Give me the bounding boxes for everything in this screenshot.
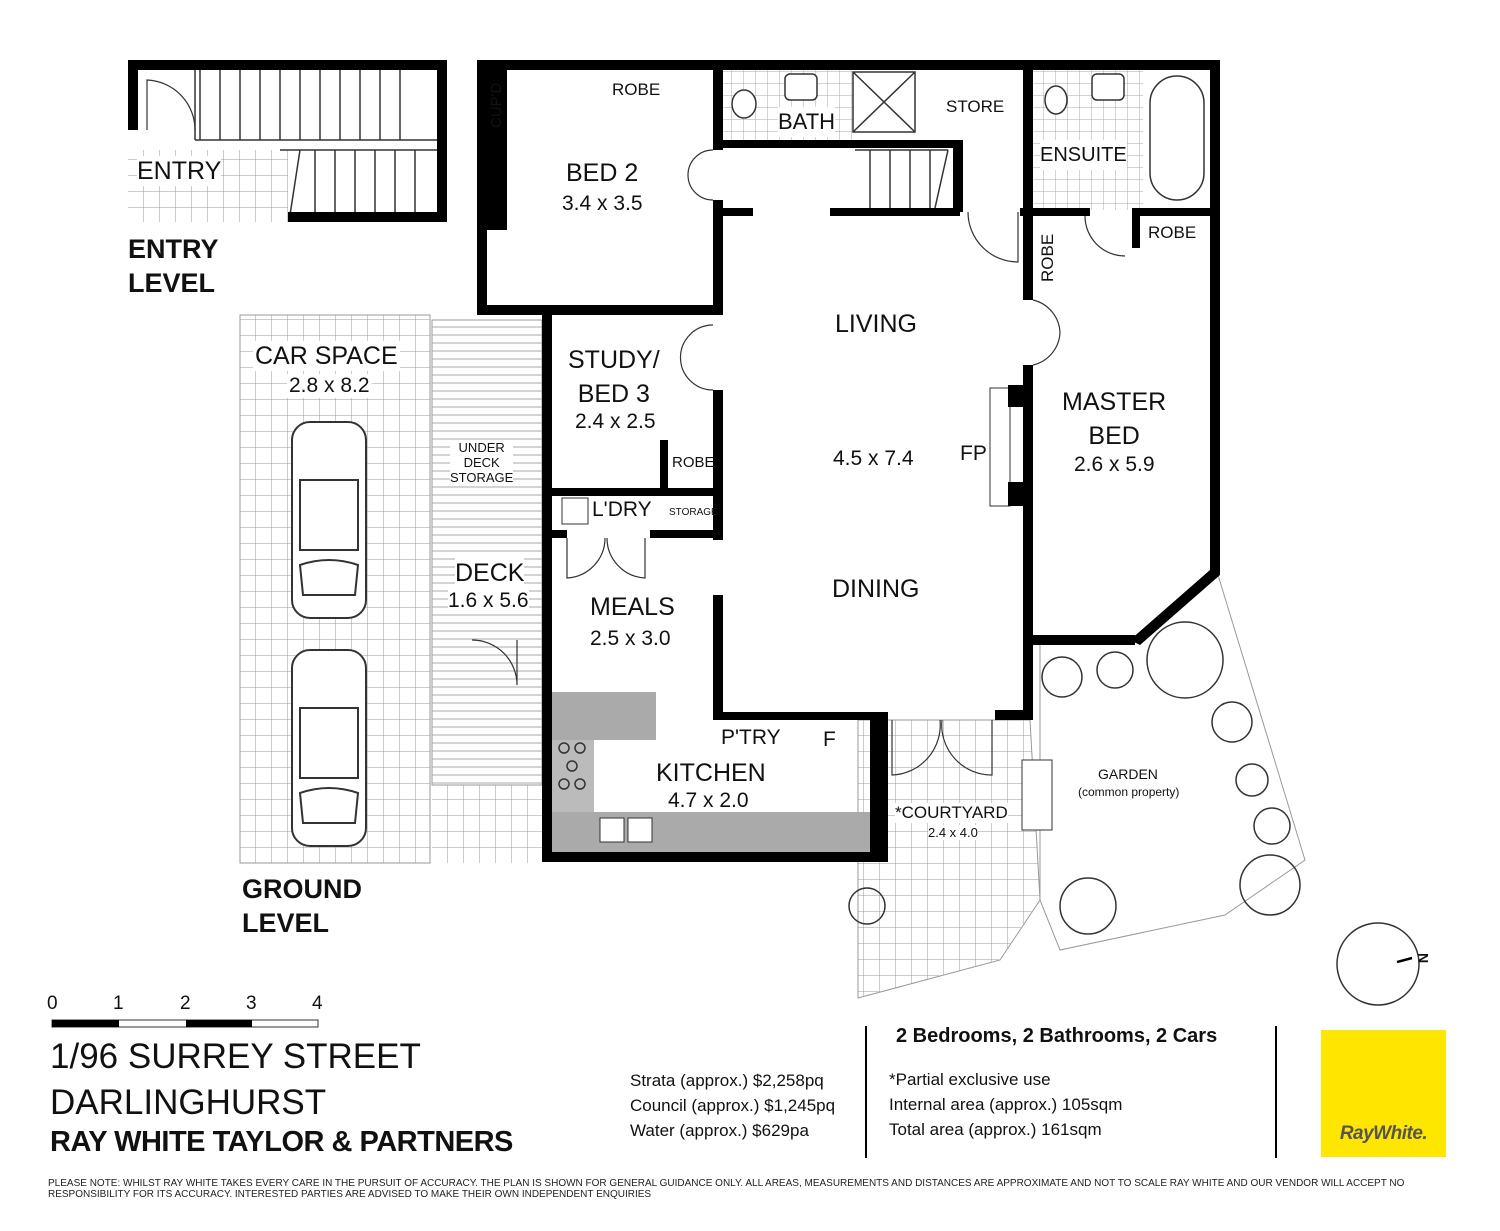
scale-tick: 4 [312,993,323,1014]
sink-icon [599,817,653,843]
bath-fixtures [731,71,1205,201]
address-line2: DARLINGHURST [50,1083,327,1122]
room-fridge: F [823,728,836,751]
room-laundry: L'DRY [592,498,652,521]
fireplace [989,387,1011,507]
car-icon [291,421,367,619]
address-line1: 1/96 SURREY STREET [50,1037,421,1076]
laundry-tub-icon [561,497,589,525]
room-entry: ENTRY [137,156,222,186]
room-meals-size: 2.5 x 3.0 [590,627,671,650]
room-under-deck: UNDER DECK STORAGE [450,440,514,485]
scale-tick: 3 [246,993,257,1014]
level-label-entry: ENTRY LEVEL [128,234,219,298]
room-garden-note: (common property) [1078,785,1180,799]
kitchen-bench-left [552,740,594,812]
entry-stairs [194,70,437,216]
room-pantry: P'TRY [721,726,781,749]
car-icon [291,649,367,847]
room-storage: STORAGE [669,507,718,518]
room-meals-name: MEALS [590,593,675,621]
cost-council: Council (approx.) $1,245pq [630,1096,836,1115]
room-robe-study: ROBE [672,454,715,471]
cost-strata: Strata (approx.) $2,258pq [630,1071,824,1090]
walls [128,60,1220,862]
summary-line: Internal area (approx.) 105sqm [889,1095,1123,1114]
room-bath: BATH [778,107,836,137]
summary-headline: 2 Bedrooms, 2 Bathrooms, 2 Cars [896,1025,1218,1047]
scale-tick: 1 [113,993,124,1014]
deck-boards [431,319,543,786]
room-living-size: 4.5 x 7.4 [833,447,914,470]
disclaimer: PLEASE NOTE: WHILST RAY WHITE TAKES EVER… [48,1178,1405,1200]
compass-needle [1396,956,1413,964]
room-robe-master-right: ROBE [1148,223,1197,242]
courtyard-seat [1021,759,1053,831]
deck-paving [432,785,542,863]
cost-water: Water (approx.) $629pa [630,1121,809,1140]
level-label-ground: GROUND LEVEL [242,874,362,938]
compass-label: N [1415,952,1432,964]
room-master-size: 2.6 x 5.9 [1074,453,1155,476]
compass-icon [1336,922,1420,1006]
room-kitchen-name: KITCHEN [656,759,766,787]
room-bed2-name: BED 2 [566,159,639,187]
scale-tick: 0 [47,993,58,1014]
room-ensuite: ENSUITE [1040,140,1127,170]
garden-area [1039,574,1306,951]
summary-line: Total area (approx.) 161sqm [889,1120,1102,1139]
kitchen-bench-top [552,692,656,740]
room-deck-name: DECK [455,558,525,588]
room-robe-bed2: ROBE [612,80,661,99]
room-car-space-name: CAR SPACE [253,341,400,371]
room-dining: DINING [832,575,920,603]
room-study-size: 2.4 x 2.5 [575,410,656,433]
summary-line: *Partial exclusive use [889,1070,1051,1089]
room-bed2-size: 3.4 x 3.5 [562,192,643,215]
room-car-space-size: 2.8 x 8.2 [287,374,372,398]
room-living-name: LIVING [835,310,917,338]
room-garden-name: GARDEN [1098,766,1158,782]
cooktop-icon [558,742,586,790]
internal-stairs [855,149,949,209]
room-study-name: STUDY/ BED 3 [568,346,660,408]
room-cupd: CUP'D [488,82,505,128]
door-swings [146,79,1126,776]
room-master-name: MASTER BED [1062,388,1167,450]
ray-white-logo: RayWhite. [1321,1030,1446,1157]
logo-text: RayWhite. [1339,1123,1428,1144]
agency-name: RAY WHITE TAYLOR & PARTNERS [50,1126,513,1158]
room-deck-size: 1.6 x 5.6 [448,589,529,613]
room-store: STORE [946,97,1005,116]
scale-tick: 2 [180,993,191,1014]
room-courtyard-name: *COURTYARD [895,803,1008,823]
room-fp: FP [960,442,987,465]
room-kitchen-size: 4.7 x 2.0 [668,789,749,812]
room-courtyard-size: 2.4 x 4.0 [928,825,978,840]
room-robe-master-left: ROBE [1038,233,1057,282]
tree-icons [848,621,1301,935]
scale-bar [51,1019,319,1028]
